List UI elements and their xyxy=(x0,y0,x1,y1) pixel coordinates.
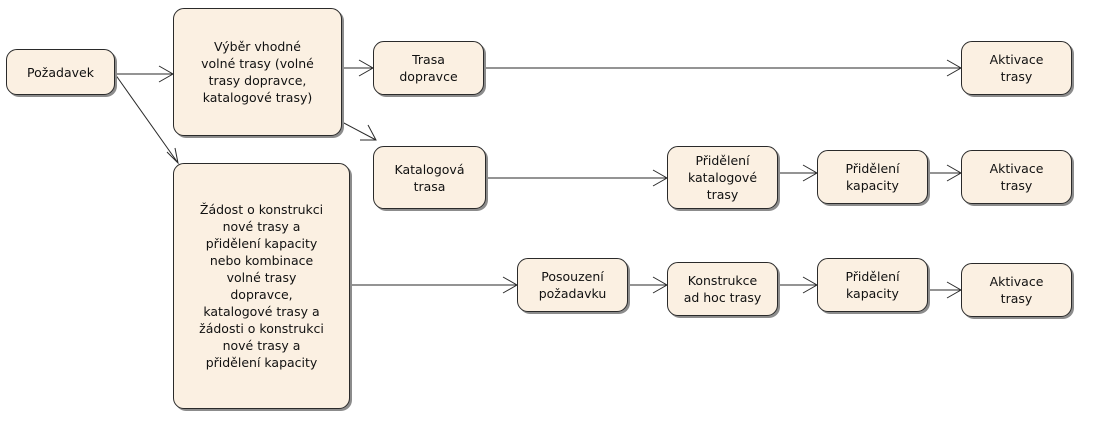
edge-assess-to-construction xyxy=(628,276,669,294)
node-adhoc-construction[interactable]: Konstrukce ad hoc trasy xyxy=(667,262,778,316)
edge-request-to-select xyxy=(115,65,175,83)
edge-new-path-to-assess xyxy=(350,276,519,294)
node-assign-capacity-1[interactable]: Přidělení kapacity xyxy=(817,150,928,204)
edge-select-to-carrier xyxy=(342,59,375,77)
node-activation-2[interactable]: Aktivace trasy xyxy=(961,150,1072,204)
node-select-free-path-label: Výběr vhodné volné trasy (volné trasy do… xyxy=(201,39,314,105)
node-carrier-path[interactable]: Trasa dopravce xyxy=(373,41,484,95)
node-request[interactable]: Požadavek xyxy=(6,49,115,95)
node-assign-catalog-path-label: Přidělení katalogové trasy xyxy=(687,153,758,202)
node-activation-1[interactable]: Aktivace trasy xyxy=(961,41,1072,95)
node-request-label: Požadavek xyxy=(27,64,94,80)
node-activation-1-label: Aktivace trasy xyxy=(989,52,1044,84)
node-catalog-path[interactable]: Katalogová trasa xyxy=(373,146,486,209)
node-select-free-path[interactable]: Výběr vhodné volné trasy (volné trasy do… xyxy=(173,8,342,136)
node-adhoc-construction-label: Konstrukce ad hoc trasy xyxy=(683,273,762,305)
node-carrier-path-label: Trasa dopravce xyxy=(399,52,458,84)
edge-capacity-to-activation xyxy=(928,164,963,182)
edge-catalog-to-assign-path xyxy=(486,169,669,187)
node-assign-capacity-2-label: Přidělení kapacity xyxy=(845,269,900,301)
node-activation-3[interactable]: Aktivace trasy xyxy=(961,263,1072,317)
node-activation-3-label: Aktivace trasy xyxy=(989,274,1044,306)
node-assign-capacity-1-label: Přidělení kapacity xyxy=(845,161,900,193)
node-activation-2-label: Aktivace trasy xyxy=(989,161,1044,193)
node-new-path-request[interactable]: Žádost o konstrukci nové trasy a přiděle… xyxy=(173,163,350,409)
node-assess-request-label: Posouzení požadavku xyxy=(538,269,607,301)
edge-assign-path-to-capacity xyxy=(778,164,819,182)
edge-capacity2-to-activation xyxy=(928,281,963,299)
node-assign-capacity-2[interactable]: Přidělení kapacity xyxy=(817,258,928,312)
edge-select-to-catalog xyxy=(341,121,377,141)
node-catalog-path-label: Katalogová trasa xyxy=(394,161,465,194)
node-assign-catalog-path[interactable]: Přidělení katalogové trasy xyxy=(667,146,778,209)
node-assess-request[interactable]: Posouzení požadavku xyxy=(517,258,628,312)
node-new-path-request-label: Žádost o konstrukci nové trasy a přiděle… xyxy=(199,202,324,370)
edge-construction-to-capacity xyxy=(778,276,819,294)
edge-request-to-new-path xyxy=(114,73,179,165)
edge-carrier-to-activation xyxy=(484,59,963,77)
